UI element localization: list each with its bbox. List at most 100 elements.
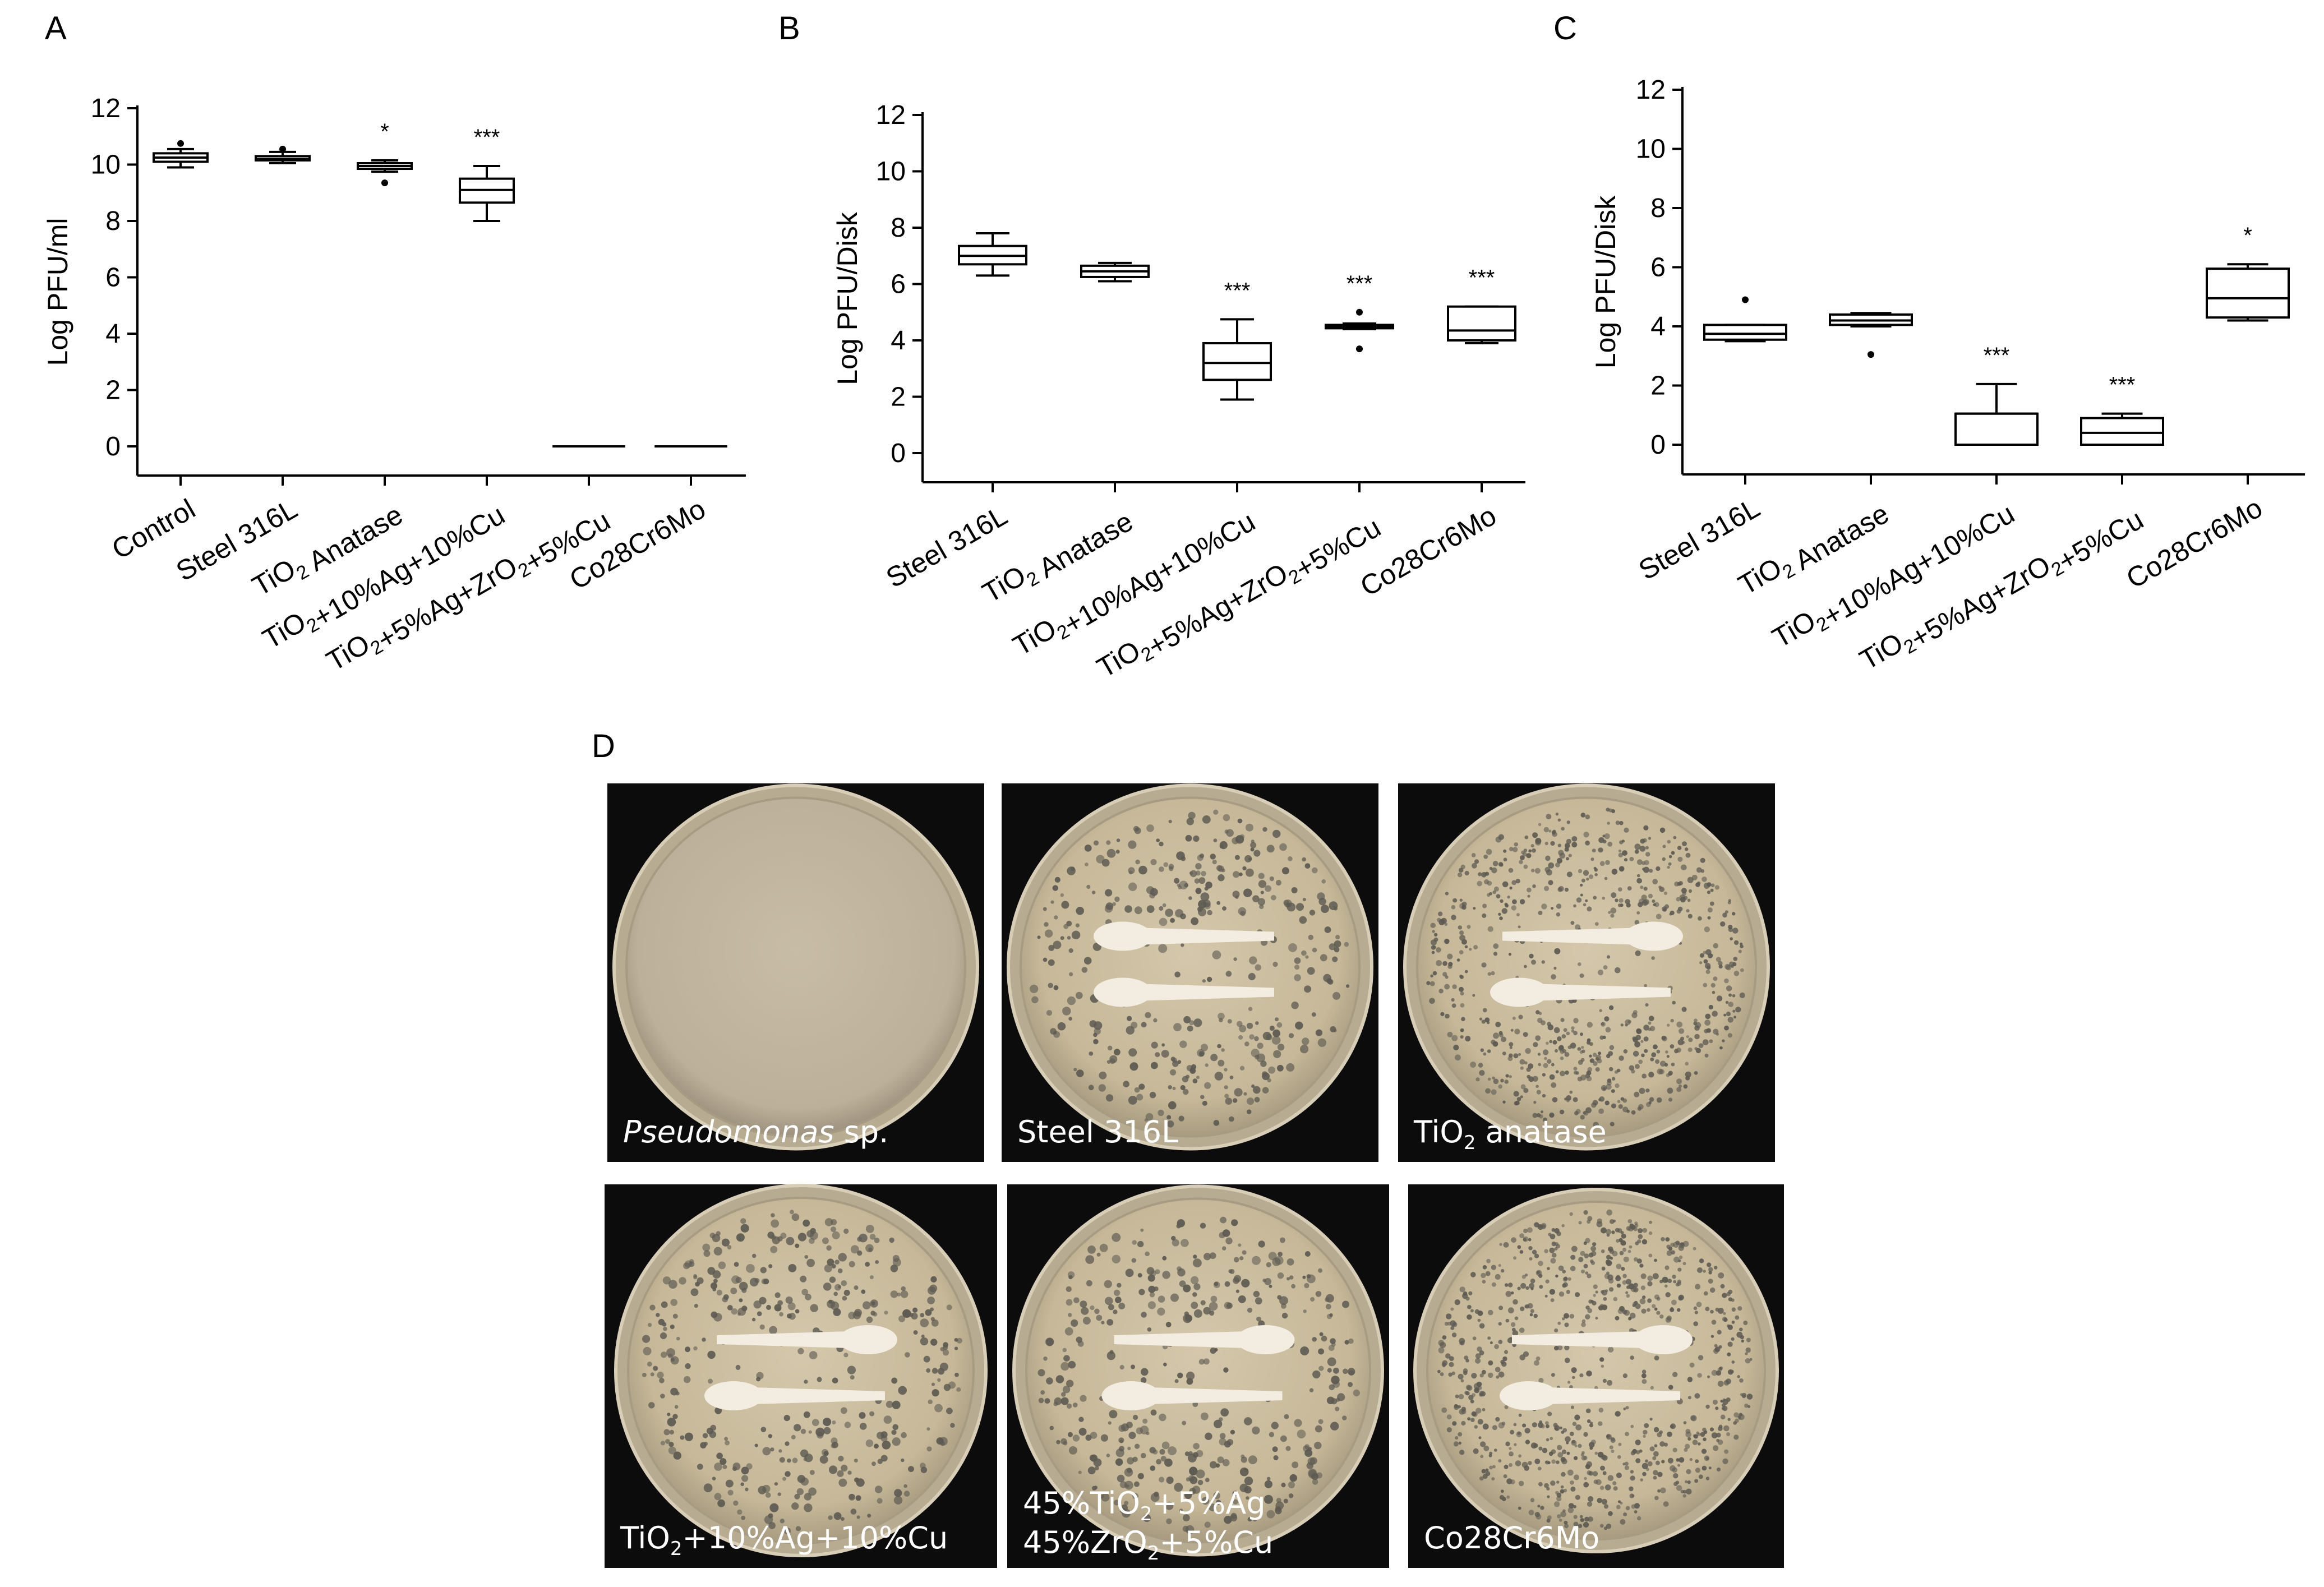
plaque-dot bbox=[1722, 1293, 1727, 1298]
plaque-dot bbox=[1663, 1501, 1669, 1507]
panel-letter-d: D bbox=[592, 728, 615, 764]
plaque-dot bbox=[1559, 1426, 1562, 1429]
plaque-dot bbox=[1635, 1440, 1641, 1446]
plaque-dot bbox=[1459, 898, 1463, 902]
plaque-dot bbox=[1249, 1034, 1255, 1040]
plaque-dot bbox=[1611, 1077, 1616, 1081]
plaque-dot bbox=[1066, 1299, 1073, 1306]
chart-b-significance-label: *** bbox=[1347, 271, 1373, 296]
plaque-dot bbox=[1164, 1458, 1173, 1467]
plaque-dot bbox=[1560, 1018, 1565, 1022]
plaque-dot bbox=[1593, 896, 1597, 900]
plaque-dot bbox=[894, 1489, 902, 1497]
plaque-dot bbox=[1198, 1051, 1205, 1057]
plaque-dot bbox=[1513, 1053, 1519, 1059]
plaque-dot bbox=[1201, 1497, 1210, 1505]
plaque-dot bbox=[1084, 845, 1092, 852]
plaque-dot bbox=[1588, 1471, 1593, 1476]
plaque-dot bbox=[1151, 1062, 1158, 1069]
plaque-dot bbox=[1677, 846, 1682, 850]
plaque-dot bbox=[1704, 1053, 1709, 1058]
plaque-dot bbox=[1551, 1373, 1555, 1377]
plaque-dot bbox=[1570, 1042, 1576, 1049]
plaque-dot bbox=[1162, 1271, 1170, 1279]
panel-letter-c: C bbox=[1553, 10, 1577, 47]
plaque-dot bbox=[1104, 905, 1113, 913]
plaque-dot bbox=[1560, 1485, 1564, 1489]
plaque-dot bbox=[1548, 829, 1552, 833]
plaque-dot bbox=[1699, 1258, 1704, 1263]
plaque-dot bbox=[1587, 1419, 1591, 1423]
plaque-dot bbox=[1695, 1048, 1702, 1054]
plaque-dot bbox=[1625, 1279, 1631, 1285]
plaque-dot bbox=[1694, 1034, 1700, 1040]
plaque-dot bbox=[1332, 956, 1338, 962]
plaque-dot bbox=[1694, 1018, 1698, 1023]
plaque-dot bbox=[1648, 893, 1653, 898]
plaque-dot bbox=[1279, 843, 1287, 851]
implant-shaft bbox=[1519, 983, 1671, 1002]
plaque-dot bbox=[1693, 1321, 1698, 1326]
plaque-dot bbox=[1704, 1028, 1709, 1034]
plaque-dot bbox=[1601, 1454, 1606, 1460]
plaque-dot bbox=[1629, 1223, 1634, 1228]
plaque-dot bbox=[800, 1428, 806, 1434]
plaque-dot bbox=[1518, 1480, 1524, 1487]
plaque-dot bbox=[1106, 840, 1111, 845]
plaque-dot bbox=[803, 1219, 810, 1227]
plaque-dot bbox=[1344, 1340, 1349, 1345]
plaque-dot bbox=[1560, 1057, 1564, 1060]
plaque-dot bbox=[1612, 1481, 1617, 1485]
plaque-dot bbox=[1209, 1302, 1218, 1311]
plaque-dot bbox=[1096, 1252, 1101, 1257]
plaque-dot bbox=[1735, 1315, 1740, 1320]
plaque-dot bbox=[1500, 863, 1504, 867]
plaque-dot bbox=[1334, 940, 1341, 948]
plaque-dot bbox=[1604, 1100, 1610, 1106]
plaque-dot bbox=[1557, 1452, 1564, 1458]
plaque-dot bbox=[817, 1377, 822, 1382]
plaque-dot bbox=[1505, 1291, 1512, 1297]
plaque-dot bbox=[1719, 1046, 1723, 1050]
plaque-dot bbox=[931, 1382, 935, 1386]
plaque-dot bbox=[1302, 898, 1306, 902]
plaque-dot bbox=[1566, 857, 1569, 861]
plaque-dot bbox=[1662, 857, 1666, 861]
plaque-dot bbox=[1580, 883, 1583, 887]
plaque-dot bbox=[1281, 1313, 1288, 1319]
plaque-dot bbox=[1272, 1446, 1278, 1452]
plaque-dot bbox=[898, 1315, 905, 1322]
plate-tio2-anatase: TiO2 anatase bbox=[1398, 783, 1775, 1162]
plaque-dot bbox=[1314, 1441, 1322, 1450]
plaque-dot bbox=[1541, 1424, 1545, 1429]
plaque-dot bbox=[827, 1258, 834, 1266]
plaque-dot bbox=[1174, 1483, 1183, 1492]
plaque-dot bbox=[1170, 1293, 1179, 1302]
plaque-dot bbox=[1177, 1268, 1186, 1277]
plaque-dot bbox=[1580, 893, 1583, 897]
plaque-dot bbox=[1537, 1466, 1542, 1471]
plaque-dot bbox=[1158, 944, 1168, 953]
plaque-dot bbox=[1520, 1066, 1524, 1070]
plaque-dot bbox=[954, 1346, 958, 1350]
plaque-dot bbox=[1459, 1286, 1465, 1293]
plaque-dot bbox=[1621, 1233, 1626, 1239]
plaque-dot bbox=[1449, 1356, 1454, 1361]
plaque-dot bbox=[1711, 1369, 1718, 1376]
plaque-dot bbox=[1575, 1424, 1582, 1431]
plaque-dot bbox=[1733, 940, 1739, 945]
plaque-dot bbox=[1509, 1075, 1512, 1078]
plaque-dot bbox=[714, 1406, 722, 1414]
plaque-dot bbox=[1472, 1393, 1475, 1397]
plaque-dot bbox=[1560, 1489, 1565, 1494]
plate-co28cr6mo: Co28Cr6Mo bbox=[1408, 1184, 1784, 1568]
plaque-dot bbox=[713, 1247, 722, 1256]
plaque-dot bbox=[1145, 1113, 1154, 1121]
plaque-dot bbox=[803, 1457, 808, 1461]
plaque-dot bbox=[1648, 1253, 1653, 1258]
plaque-dot bbox=[1633, 1050, 1639, 1057]
plaque-dot bbox=[1616, 1472, 1622, 1478]
plaque-dot bbox=[1641, 1053, 1645, 1058]
plaque-dot bbox=[950, 1423, 955, 1428]
plaque-dot bbox=[1069, 972, 1073, 976]
